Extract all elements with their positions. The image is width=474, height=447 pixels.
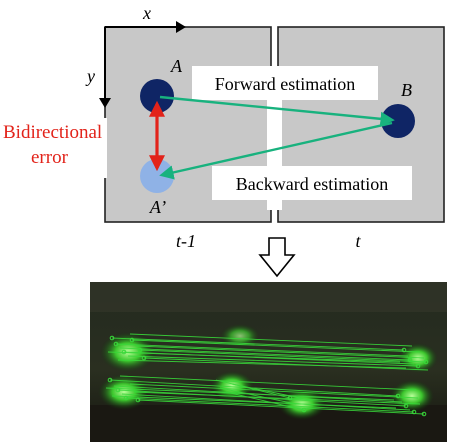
forward-estimation-label: Forward estimation [215, 74, 355, 94]
point-b-label: B [401, 80, 412, 100]
point-a-prime-label: A’ [149, 197, 166, 217]
point-a [140, 79, 174, 113]
point-a-label: A [170, 56, 183, 76]
track-points [107, 335, 429, 417]
forward-arrow [159, 95, 395, 127]
label-notch-left [101, 118, 107, 178]
glow-blob-2 [220, 324, 260, 348]
point-b [381, 104, 415, 138]
backward-label-box [212, 166, 412, 200]
glow-blob-7 [390, 380, 434, 412]
forward-label-box [192, 66, 378, 100]
backward-estimation-label: Backward estimation [236, 174, 388, 194]
y-axis-label: y [85, 66, 95, 86]
tracking-photo [90, 282, 447, 442]
x-axis-arrowhead [176, 21, 186, 33]
photo-top-band [90, 282, 447, 312]
frame-curr-label: t [355, 231, 361, 251]
error-label-line2: error [31, 147, 69, 168]
y-axis-arrowhead [99, 98, 111, 108]
photo-floor-band [90, 405, 447, 442]
backward-arrow [159, 121, 393, 180]
frame-prev-label: t-1 [176, 231, 196, 251]
track-lines [105, 333, 429, 415]
down-arrow-icon [258, 237, 296, 278]
x-axis-label: x [142, 3, 151, 23]
error-label-line1: Bidirectional [3, 122, 102, 143]
